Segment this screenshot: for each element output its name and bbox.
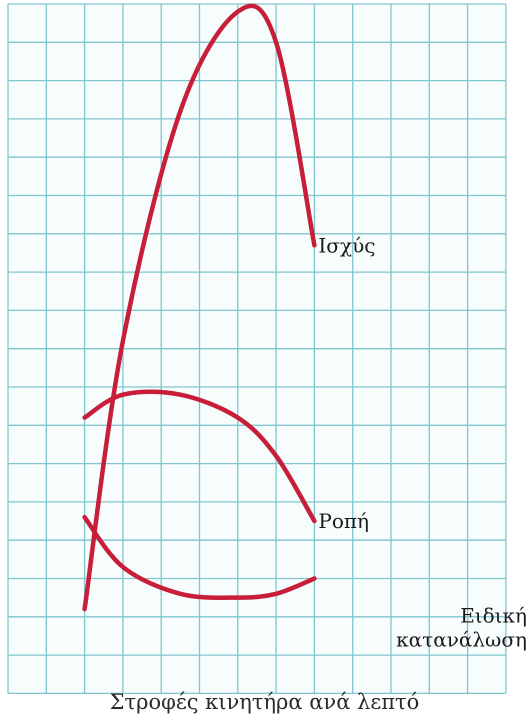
series-lines: [82, 3, 317, 612]
grid: [7, 3, 507, 695]
series-ειδική-κατανάλωση-line: [82, 514, 317, 600]
series-ισχύς-line: [82, 3, 317, 612]
series-ροπή-line: [82, 389, 317, 524]
series-ροπή-label: Ροπή: [318, 509, 369, 533]
series-ειδική-κατανάλωση-label: κατανάλωση: [396, 628, 527, 652]
series-ισχύς-label: Ισχύς: [318, 233, 375, 257]
series-ειδική-κατανάλωση-label: Ειδική: [460, 604, 527, 628]
x-axis-label: Στροφές κινητήρα ανά λεπτό: [109, 690, 420, 714]
